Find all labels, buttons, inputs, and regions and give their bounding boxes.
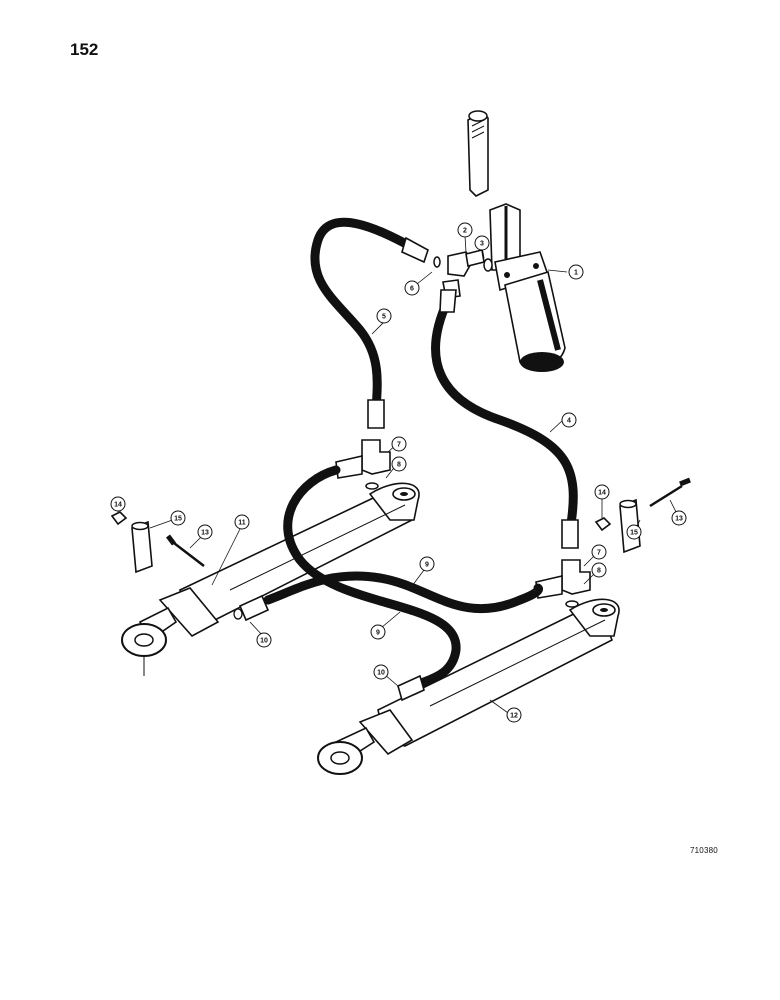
hose-9 xyxy=(263,465,543,693)
svg-text:7: 7 xyxy=(397,442,401,449)
svg-text:13: 13 xyxy=(675,516,683,523)
pin-left xyxy=(131,520,153,574)
page-number: 152 xyxy=(70,40,99,59)
svg-text:10: 10 xyxy=(377,670,385,677)
callout-13-left: 13 xyxy=(197,524,213,540)
callout-6: 6 xyxy=(404,280,420,296)
svg-text:2: 2 xyxy=(463,228,467,235)
hose-4 xyxy=(431,289,579,549)
svg-text:1: 1 xyxy=(574,270,578,277)
callout-12: 12 xyxy=(506,707,522,723)
callout-9-upper: 9 xyxy=(419,556,435,572)
callout-8-left: 8 xyxy=(391,456,407,472)
callout-1: 1 xyxy=(568,264,584,280)
callout-10-left: 10 xyxy=(256,632,272,648)
callout-3: 3 xyxy=(474,235,490,251)
svg-text:7: 7 xyxy=(597,550,601,557)
svg-text:14: 14 xyxy=(598,490,606,497)
callout-14-right: 14 xyxy=(594,484,610,500)
svg-text:13: 13 xyxy=(201,530,209,537)
hose-5 xyxy=(310,217,429,429)
bolt-left xyxy=(166,534,205,567)
callout-2: 2 xyxy=(457,222,473,238)
nut-right xyxy=(594,517,612,532)
callout-10-right: 10 xyxy=(373,664,389,680)
svg-text:15: 15 xyxy=(174,516,182,523)
cylinder-right xyxy=(317,598,620,775)
figure-id: 710380 xyxy=(690,846,718,855)
svg-text:11: 11 xyxy=(238,520,246,527)
svg-text:5: 5 xyxy=(382,314,386,321)
callout-8-right: 8 xyxy=(591,562,607,578)
svg-text:12: 12 xyxy=(510,713,518,720)
fitting-10-left xyxy=(233,594,270,622)
callout-9-lower: 9 xyxy=(370,624,386,640)
callout-5: 5 xyxy=(376,308,392,324)
svg-text:15: 15 xyxy=(630,530,638,537)
callout-14-left: 14 xyxy=(110,496,126,512)
callout-15-right: 15 xyxy=(626,524,642,540)
svg-text:3: 3 xyxy=(480,241,484,248)
svg-text:14: 14 xyxy=(114,502,122,509)
svg-text:9: 9 xyxy=(425,562,429,569)
callout-4: 4 xyxy=(561,412,577,428)
callout-15-left: 15 xyxy=(170,510,186,526)
callout-7-left: 7 xyxy=(391,436,407,452)
callout-11: 11 xyxy=(234,514,250,530)
svg-text:4: 4 xyxy=(567,418,571,425)
svg-text:8: 8 xyxy=(397,462,401,469)
svg-text:8: 8 xyxy=(597,568,601,575)
callout-7-right: 7 xyxy=(591,544,607,560)
svg-text:10: 10 xyxy=(260,638,268,645)
tee-fitting-right xyxy=(535,559,591,608)
svg-text:9: 9 xyxy=(376,630,380,637)
tee-fitting-left xyxy=(335,439,391,490)
nut-left xyxy=(110,511,128,526)
callout-13-right: 13 xyxy=(671,510,687,526)
steering-valve-assembly xyxy=(467,110,566,372)
bolt-right xyxy=(649,477,691,508)
svg-text:6: 6 xyxy=(410,286,414,293)
